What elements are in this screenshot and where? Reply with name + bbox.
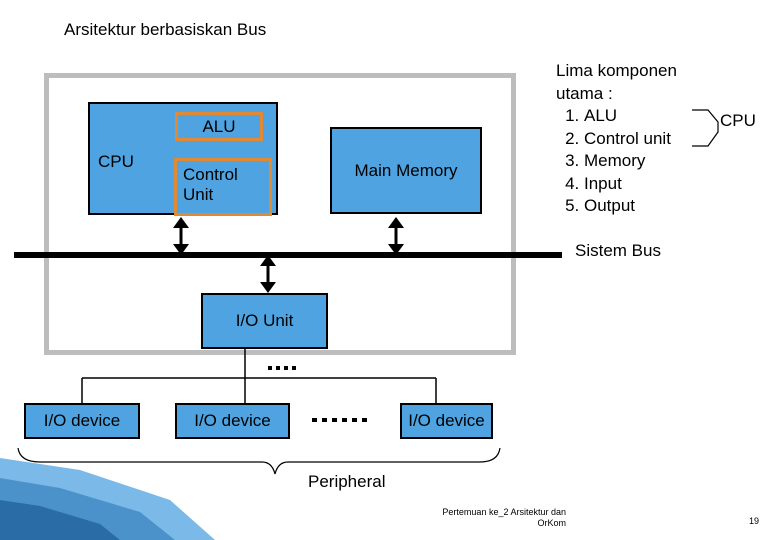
component-item: ALU bbox=[584, 105, 677, 128]
system-bus-label: Sistem Bus bbox=[575, 241, 661, 260]
components-heading-line1: Lima komponen bbox=[556, 61, 677, 80]
cpu-label: CPU bbox=[98, 152, 134, 171]
footer-text: Pertemuan ke_2 Arsitektur dan OrKom bbox=[400, 507, 566, 529]
page-number: 19 bbox=[749, 516, 760, 526]
io-device-2: I/O device bbox=[175, 403, 290, 439]
bus-arrow-main-memory bbox=[388, 217, 404, 255]
control-unit-label-line2: Unit bbox=[183, 185, 214, 204]
io-device-3: I/O device bbox=[400, 403, 493, 439]
components-heading-line2: utama : bbox=[556, 83, 613, 103]
bus-arrow-control-unit bbox=[173, 217, 189, 255]
main-memory-block: Main Memory bbox=[330, 127, 482, 214]
peripheral-label: Peripheral bbox=[308, 472, 386, 491]
page-title: Arsitektur berbasiskan Bus bbox=[64, 20, 267, 39]
component-item: Input bbox=[584, 173, 677, 196]
components-list: Lima komponen utama : ALU Control unit M… bbox=[556, 60, 677, 218]
io-device-1: I/O device bbox=[24, 403, 140, 439]
control-unit-label-line1: Control bbox=[183, 165, 238, 184]
control-unit-block: Control Unit bbox=[174, 158, 272, 216]
io-unit-block: I/O Unit bbox=[201, 293, 328, 349]
system-bus-line bbox=[14, 252, 562, 258]
component-item: Output bbox=[584, 195, 677, 218]
ellipsis-dots bbox=[268, 366, 367, 422]
alu-block: ALU bbox=[175, 112, 263, 141]
io-device-connectors bbox=[81, 349, 437, 403]
footer-line1: Pertemuan ke_2 Arsitektur dan bbox=[442, 507, 566, 517]
component-item: Memory bbox=[584, 150, 677, 173]
cpu-group-label: CPU bbox=[720, 111, 756, 130]
system-frame bbox=[44, 73, 516, 355]
peripheral-brace bbox=[17, 447, 501, 475]
cpu-group-bracket bbox=[692, 109, 719, 147]
component-item: Control unit bbox=[584, 128, 677, 151]
footer-line2: OrKom bbox=[537, 518, 566, 528]
corner-decoration bbox=[0, 458, 215, 540]
bus-arrow-io-unit bbox=[260, 255, 276, 293]
